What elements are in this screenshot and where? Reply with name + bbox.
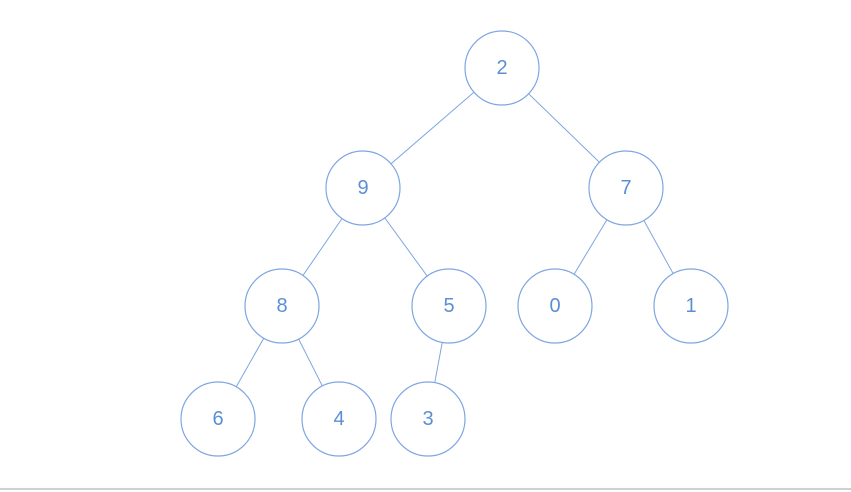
tree-node-circle: [301, 381, 377, 457]
tree-node-circle: [411, 268, 487, 344]
window-bottom-border: [0, 488, 851, 490]
tree-node-label: 8: [276, 295, 287, 317]
tree-node-circle: [464, 30, 540, 106]
tree-node-circle: [390, 381, 466, 457]
tree-node-7: 7: [588, 150, 664, 226]
tree-node-label: 9: [357, 177, 368, 199]
tree-node-2: 2: [464, 30, 540, 106]
tree-node-label: 0: [549, 295, 560, 317]
tree-node-9: 9: [325, 150, 401, 226]
tree-node-circle: [588, 150, 664, 226]
tree-node-label: 2: [496, 57, 507, 79]
tree-node-circle: [180, 381, 256, 457]
tree-node-label: 6: [212, 408, 223, 430]
tree-node-5: 5: [411, 268, 487, 344]
tree-node-1: 1: [653, 268, 729, 344]
tree-node-label: 5: [443, 295, 454, 317]
tree-node-3: 3: [390, 381, 466, 457]
tree-node-0: 0: [517, 268, 593, 344]
tree-node-circle: [653, 268, 729, 344]
tree-node-label: 3: [422, 408, 433, 430]
tree-node-6: 6: [180, 381, 256, 457]
tree-node-4: 4: [301, 381, 377, 457]
tree-node-label: 7: [620, 177, 631, 199]
tree-node-8: 8: [244, 268, 320, 344]
tree-node-circle: [244, 268, 320, 344]
tree-node-label: 4: [333, 408, 344, 430]
tree-node-label: 1: [685, 295, 696, 317]
tree-node-circle: [325, 150, 401, 226]
tree-node-circle: [517, 268, 593, 344]
